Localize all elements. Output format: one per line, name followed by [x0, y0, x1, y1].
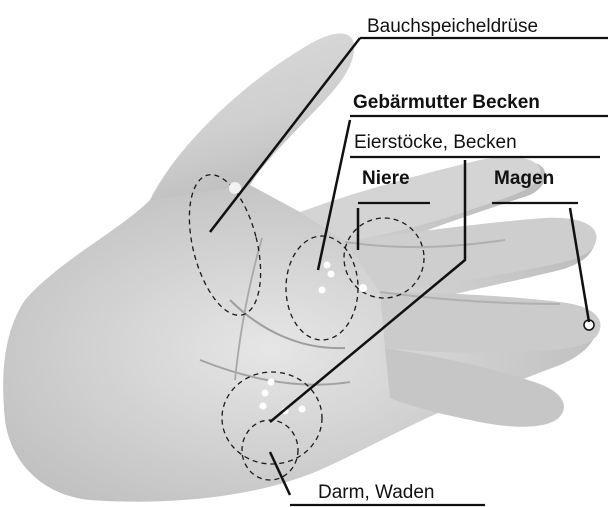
- ring-finger: [380, 292, 600, 353]
- uterus-point: [319, 287, 326, 294]
- kidney-point: [359, 284, 367, 292]
- stomach-label: Magen: [494, 168, 554, 189]
- uterus-point: [324, 262, 331, 269]
- kidney-label: Niere: [362, 168, 410, 189]
- ovaries-label: Eierstöcke, Becken: [354, 132, 517, 153]
- ovaries-point: [260, 403, 267, 410]
- ovaries-point: [262, 390, 269, 397]
- intestine-label: Darm, Waden: [318, 482, 435, 503]
- uterus-point: [328, 271, 335, 278]
- uterus-label: Gebärmutter Becken: [353, 92, 540, 113]
- pancreas-label: Bauchspeicheldrüse: [367, 16, 538, 37]
- ovaries-point: [299, 406, 306, 413]
- ovaries-point: [268, 379, 275, 386]
